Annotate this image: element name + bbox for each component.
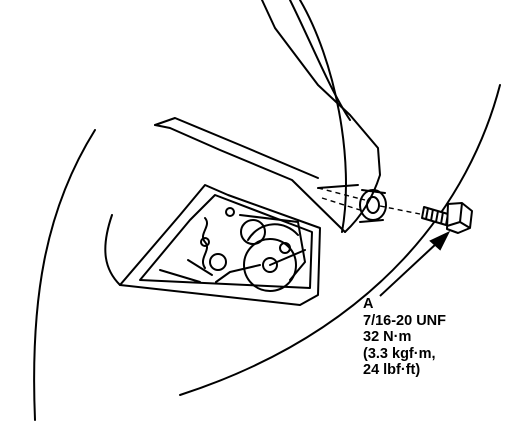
callout-letter: A [363,296,374,312]
bolt-a [421,202,473,234]
mechanism-lever [215,249,306,283]
mechanism-small-gear [209,253,227,271]
lower-body-curve [179,84,501,396]
recess-outline [119,184,321,306]
bolt-callout: A 7/16-20 UNF 32 N·m (3.3 kgf·m, 24 lbf·… [363,296,446,379]
mechanism-spring [202,217,208,269]
leader-arrow [379,230,451,297]
callout-torque-kgfm: (3.3 kgf·m, [363,345,436,362]
side-line [317,184,359,189]
callout-torque-nm: 32 N·m [363,329,412,345]
panel-lower-edge [154,124,346,233]
callout-torque-lbfft: 24 lbf·ft) [363,362,421,378]
fender-top-edge [289,0,351,121]
mechanism-wheel [243,238,297,292]
recess-inner [139,194,313,289]
mechanism-gear [240,219,266,245]
alignment-dashed-line [317,187,421,215]
panel-upper-edge [154,117,319,179]
mechanism-rod [159,259,213,283]
mechanism-bracket [239,214,306,281]
body-panel-inner-edge [104,214,121,286]
body-panel-edge [33,129,96,421]
fender-right-curve [299,0,347,233]
callout-thread-spec: 7/16-20 UNF [363,312,447,329]
